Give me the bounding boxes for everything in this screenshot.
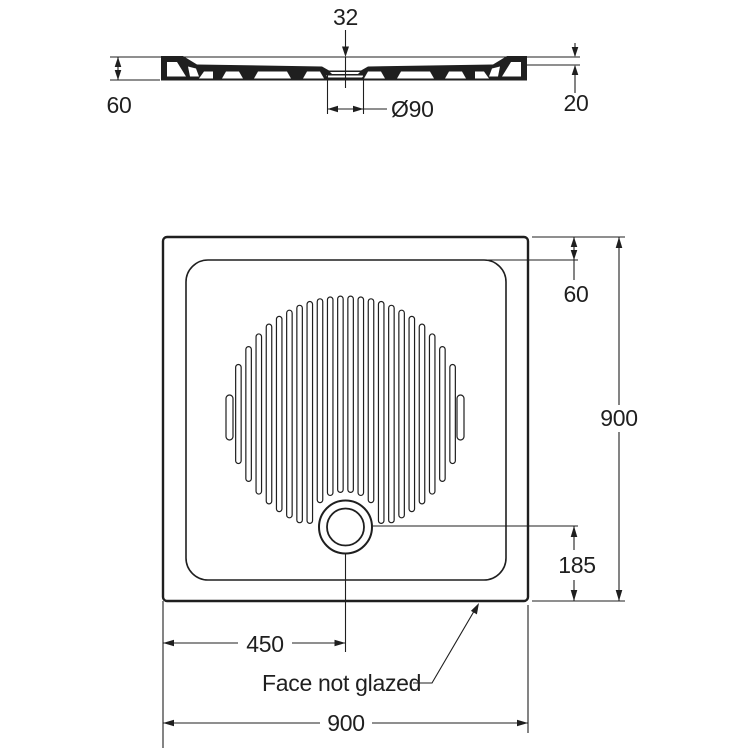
anti-slip-rib bbox=[275, 315, 283, 513]
anti-slip-rib bbox=[235, 363, 242, 465]
anti-slip-rib bbox=[337, 295, 344, 493]
dimension-drain-185: 185 bbox=[558, 526, 596, 601]
rib-pattern bbox=[235, 295, 456, 524]
anti-slip-rib bbox=[296, 304, 303, 524]
anti-slip-rib bbox=[306, 300, 314, 524]
dim-32-label: 32 bbox=[333, 4, 358, 30]
dimension-drain-diameter-90: Ø90 bbox=[326, 73, 434, 122]
anti-slip-rib bbox=[449, 363, 456, 465]
anti-slip-rib bbox=[388, 304, 395, 524]
dim-185-label: 185 bbox=[558, 552, 595, 578]
note-leader-arrow bbox=[470, 603, 479, 615]
dim-60-section-label: 60 bbox=[107, 92, 132, 118]
face-not-glazed-label: Face not glazed bbox=[262, 670, 421, 696]
anti-slip-rib bbox=[347, 295, 354, 493]
anti-slip-rib bbox=[245, 346, 252, 482]
dimension-height-900: 900 bbox=[532, 237, 638, 602]
anti-slip-rib bbox=[377, 300, 385, 524]
anti-slip-rib bbox=[357, 296, 365, 497]
anti-slip-rib bbox=[367, 298, 375, 504]
anti-slip-rib bbox=[439, 346, 446, 482]
anti-slip-rib bbox=[326, 296, 334, 497]
dimension-width-900: 900 bbox=[163, 605, 529, 736]
side-rib-left bbox=[225, 394, 234, 441]
section-view: 32 60 Ø90 20 bbox=[107, 4, 589, 122]
dimension-height-60: 60 bbox=[107, 57, 132, 118]
dim-20-label: 20 bbox=[564, 90, 589, 116]
note-face-not-glazed: Face not glazed bbox=[262, 603, 479, 696]
anti-slip-rib bbox=[265, 323, 273, 505]
dim-900-height-label: 900 bbox=[600, 405, 637, 431]
plan-view: 60 900 185 450 bbox=[161, 235, 638, 748]
anti-slip-rib bbox=[286, 309, 293, 519]
dimension-drain-450: 450 bbox=[162, 601, 346, 748]
tray-section-profile bbox=[161, 56, 527, 81]
anti-slip-rib bbox=[316, 298, 324, 504]
dim-drain-diameter-label: Ø90 bbox=[391, 96, 434, 122]
anti-slip-rib bbox=[398, 309, 405, 519]
dimension-inset-60: 60 bbox=[488, 236, 625, 307]
drain-circle-inner bbox=[326, 507, 365, 547]
anti-slip-rib bbox=[408, 315, 416, 513]
drain bbox=[318, 499, 373, 555]
dimension-rim-20: 20 bbox=[564, 43, 589, 116]
anti-slip-rib bbox=[418, 323, 426, 505]
note-leader-line bbox=[413, 606, 477, 684]
dimension-depth-32: 32 bbox=[333, 4, 358, 88]
side-rib-right bbox=[456, 394, 465, 441]
anti-slip-rib bbox=[428, 333, 436, 495]
anti-slip-rib bbox=[255, 333, 263, 495]
dim-900-width-label: 900 bbox=[327, 710, 364, 736]
dim-450-label: 450 bbox=[246, 631, 283, 657]
dim-60-plan-label: 60 bbox=[564, 281, 589, 307]
